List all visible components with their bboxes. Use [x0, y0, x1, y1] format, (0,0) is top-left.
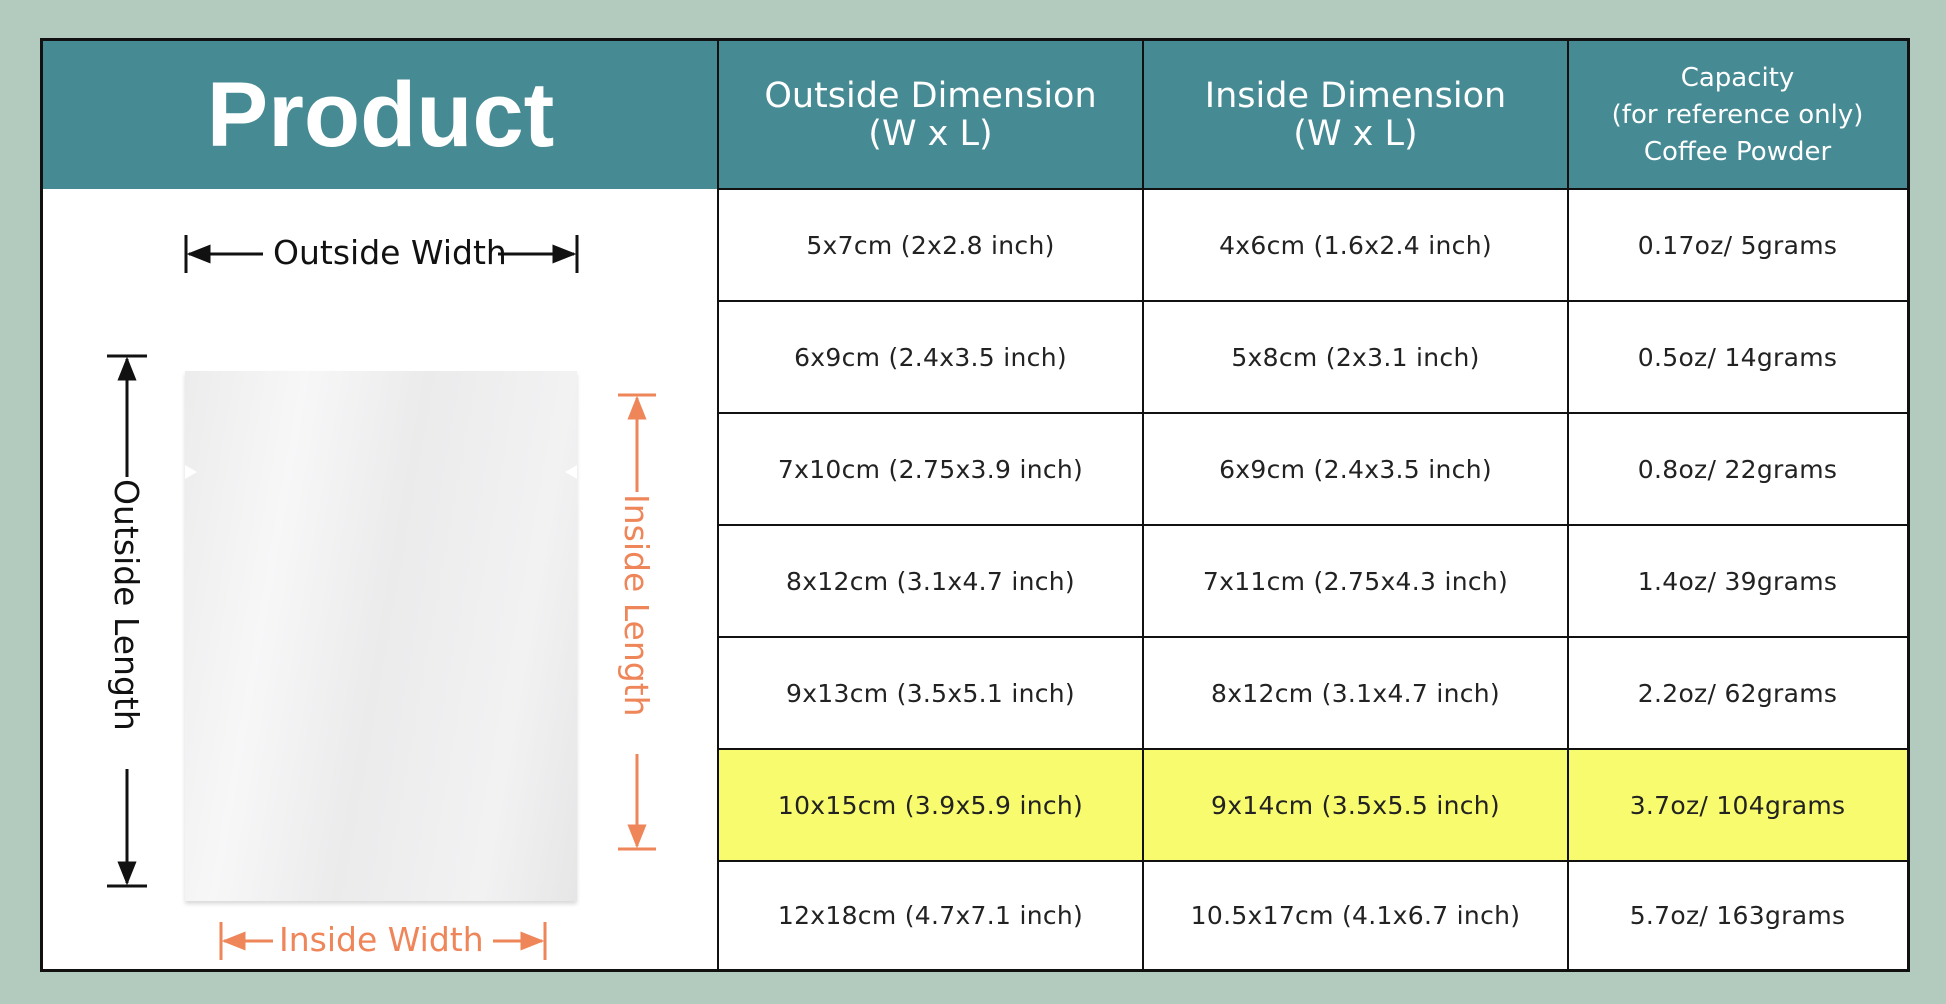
product-title: Product [206, 63, 555, 166]
inside-dimension-cell: 7x11cm (2.75x4.3 inch) [1202, 566, 1509, 596]
outside-width-label: Outside Width [273, 233, 507, 272]
tear-notch-right [565, 465, 577, 479]
outside-dimension-unit: (W x L) [868, 114, 993, 154]
outside-dimension-cell: 12x18cm (4.7x7.1 inch) [777, 900, 1084, 930]
row-divider [718, 748, 1907, 750]
capacity-cell: 0.5oz/ 14grams [1637, 342, 1838, 372]
table-row: 8x12cm (3.1x4.7 inch) 7x11cm (2.75x4.3 i… [718, 525, 1946, 637]
inside-length-label: Inside Length [617, 494, 656, 717]
row-divider [718, 188, 1907, 190]
outside-dimension-cell: 7x10cm (2.75x3.9 inch) [777, 454, 1084, 484]
capacity-cell: 2.2oz/ 62grams [1637, 678, 1838, 708]
outside-width-arrow [184, 235, 579, 273]
inside-dimension-cell: 5x8cm (2x3.1 inch) [1231, 342, 1480, 372]
table-row-highlighted: 10x15cm (3.9x5.9 inch) 9x14cm (3.5x5.5 i… [718, 749, 1907, 861]
product-header: Product [43, 41, 718, 189]
inside-dimension-header: Inside Dimension (W x L) [1143, 41, 1568, 189]
inside-dimension-unit: (W x L) [1293, 114, 1418, 154]
table-row: 5x7cm (2x2.8 inch) 4x6cm (1.6x2.4 inch) … [718, 189, 1946, 301]
outside-length-label: Outside Length [107, 479, 146, 731]
outside-dimension-title: Outside Dimension [764, 76, 1097, 116]
capacity-title: Capacity [1680, 62, 1795, 93]
pouch-image [185, 371, 577, 901]
outside-dimension-cell: 6x9cm (2.4x3.5 inch) [794, 342, 1067, 372]
table-row: 12x18cm (4.7x7.1 inch) 10.5x17cm (4.1x6.… [718, 861, 1946, 969]
inside-dimension-cell: 8x12cm (3.1x4.7 inch) [1210, 678, 1500, 708]
column-divider [717, 41, 719, 969]
capacity-cell: 0.8oz/ 22grams [1637, 454, 1838, 484]
row-divider [718, 860, 1907, 862]
outside-dimension-cell: 5x7cm (2x2.8 inch) [806, 230, 1055, 260]
row-divider [718, 300, 1907, 302]
table-row: 7x10cm (2.75x3.9 inch) 6x9cm (2.4x3.5 in… [718, 413, 1946, 525]
outside-length-arrow [107, 354, 147, 888]
outside-dimension-cell: 8x12cm (3.1x4.7 inch) [785, 566, 1075, 596]
outside-dimension-cell: 9x13cm (3.5x5.1 inch) [785, 678, 1075, 708]
column-divider [1142, 41, 1144, 969]
dimension-arrows [107, 235, 656, 960]
inside-dimension-cell: 4x6cm (1.6x2.4 inch) [1219, 230, 1492, 260]
capacity-header: Capacity (for reference only) Coffee Pow… [1568, 41, 1907, 189]
size-chart-table: Product Outside Dimension (W x L) Inside… [40, 38, 1910, 972]
row-divider [718, 524, 1907, 526]
capacity-cell: 1.4oz/ 39grams [1637, 566, 1838, 596]
outside-dimension-cell: 10x15cm (3.9x5.9 inch) [777, 790, 1084, 820]
inside-width-arrow [219, 922, 547, 960]
table-row: 9x13cm (3.5x5.1 inch) 8x12cm (3.1x4.7 in… [718, 637, 1946, 749]
capacity-material: Coffee Powder [1643, 136, 1832, 167]
row-divider [718, 636, 1907, 638]
inside-dimension-title: Inside Dimension [1204, 76, 1507, 116]
outside-dimension-header: Outside Dimension (W x L) [718, 41, 1143, 189]
capacity-cell: 5.7oz/ 163grams [1629, 900, 1846, 930]
row-divider [718, 412, 1907, 414]
inside-dimension-cell: 6x9cm (2.4x3.5 inch) [1219, 454, 1492, 484]
inside-dimension-cell: 10.5x17cm (4.1x6.7 inch) [1190, 900, 1521, 930]
capacity-cell: 3.7oz/ 104grams [1629, 790, 1846, 820]
inside-dimension-cell: 9x14cm (3.5x5.5 inch) [1210, 790, 1500, 820]
inside-width-label: Inside Width [279, 920, 484, 959]
capacity-cell: 0.17oz/ 5grams [1637, 230, 1838, 260]
product-illustration: Outside Width Outside Length Inside Leng… [43, 189, 718, 969]
column-divider [1567, 41, 1569, 969]
capacity-note: (for reference only) [1611, 99, 1864, 130]
table-row: 6x9cm (2.4x3.5 inch) 5x8cm (2x3.1 inch) … [718, 301, 1946, 413]
inside-length-arrow [618, 393, 656, 851]
tear-notch-left [185, 465, 197, 479]
